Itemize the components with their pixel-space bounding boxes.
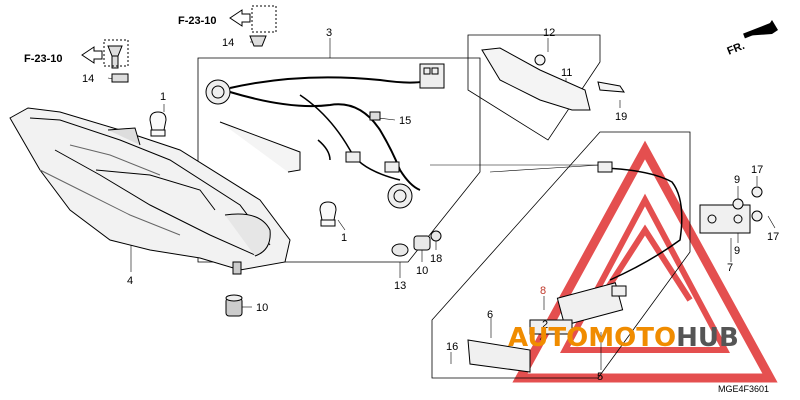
- callout-label: 18: [430, 253, 442, 265]
- callout-label: 12: [543, 27, 555, 39]
- callout-label: 17: [767, 231, 779, 243]
- wire-harness: [205, 63, 445, 209]
- callout-label: 17: [751, 164, 763, 176]
- callout-label: 3: [326, 27, 332, 39]
- callout-label: 15: [399, 115, 411, 127]
- callout-label: 6: [487, 309, 493, 321]
- watermark-text: AUTOMOTOHUB: [508, 323, 739, 353]
- callout-label: 14: [222, 37, 234, 49]
- direction-label: FR.: [726, 40, 747, 58]
- callout-label: 13: [394, 280, 406, 292]
- front-direction-arrow: [743, 20, 778, 39]
- license-light-part: [467, 161, 763, 373]
- collar-part: [391, 230, 442, 257]
- bulb-part: [319, 201, 337, 227]
- bulb-part: [149, 111, 167, 137]
- callout-label: 11: [561, 67, 572, 79]
- callout-label: 14: [82, 73, 94, 85]
- diagram-code: MGE4F3601: [718, 384, 769, 394]
- callout-label: 10: [256, 302, 268, 314]
- callout-label: 9: [734, 174, 740, 186]
- bracket-part: [481, 47, 625, 111]
- callout-label: 1: [160, 91, 166, 103]
- ref-label-top: F-23-10: [178, 15, 217, 27]
- callout-label: 4: [127, 275, 133, 287]
- watermark-logo-shape: [512, 140, 778, 383]
- callout-label: 5: [597, 371, 603, 383]
- ref-label-left: F-23-10: [24, 53, 63, 65]
- ref-arrow-icon: [81, 9, 251, 64]
- watermark-brand-b: MOTO: [588, 323, 676, 353]
- callout-label: 2: [542, 319, 548, 331]
- callout-label: 7: [727, 262, 733, 274]
- callout-label: 19: [615, 111, 627, 123]
- screw-part: [107, 35, 267, 83]
- ref-screw-box: [251, 5, 277, 33]
- callout-label: 8: [540, 285, 546, 297]
- callout-label: 1: [341, 232, 347, 244]
- callout-label: 9: [734, 245, 740, 257]
- callout-label: 10: [416, 265, 428, 277]
- watermark-brand-a: AUTO: [508, 323, 588, 353]
- taillight-housing: [9, 107, 291, 275]
- watermark-brand-c: HUB: [676, 323, 739, 353]
- grommet-part: [225, 294, 243, 317]
- ref-screw-box: [103, 39, 129, 67]
- callout-label: 16: [446, 341, 458, 353]
